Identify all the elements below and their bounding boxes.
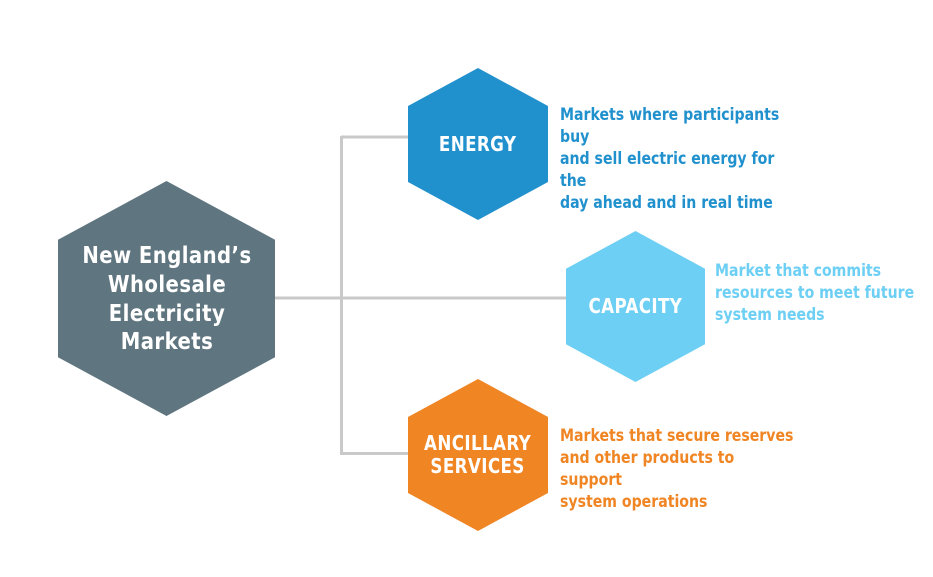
description-ancillary-services: Markets that secure reserves and other p… xyxy=(560,426,794,512)
node-capacity[interactable]: CAPACITY xyxy=(566,231,705,382)
node-root-label: New England’s Wholesale Electricity Mark… xyxy=(81,241,252,356)
description-capacity: Market that commits resources to meet fu… xyxy=(715,261,915,325)
description-energy: Markets where participants buy and sell … xyxy=(560,105,780,213)
node-capacity-label: CAPACITY xyxy=(588,294,683,319)
node-wholesale-electricity-markets[interactable]: New England’s Wholesale Electricity Mark… xyxy=(58,181,275,416)
node-energy-label: ENERGY xyxy=(439,131,517,156)
node-ancillary-services-label: ANCILLARY SERVICES xyxy=(424,431,532,478)
